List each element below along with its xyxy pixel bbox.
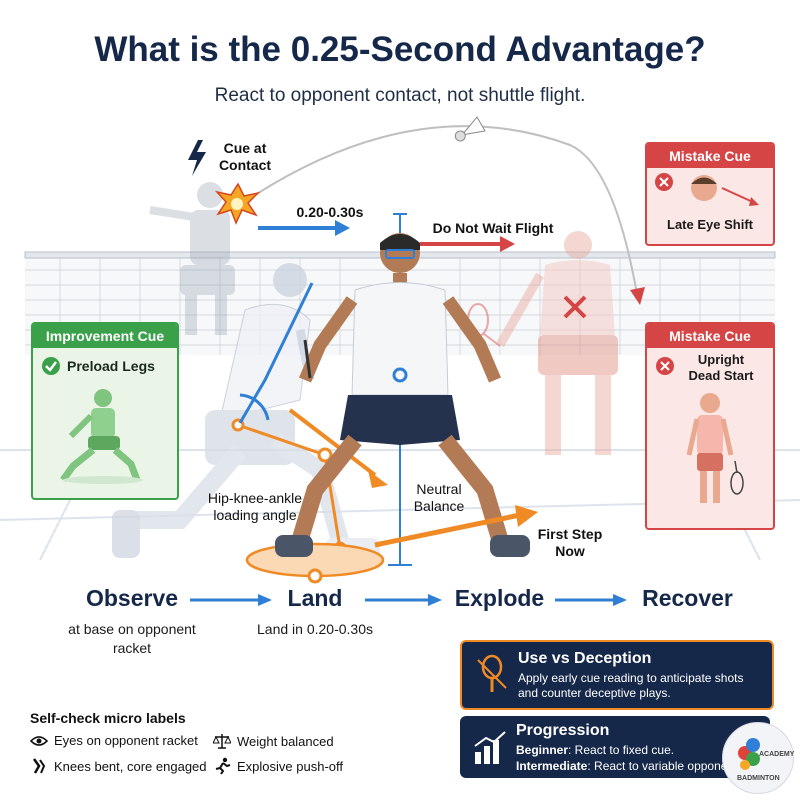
eye-cue-marker <box>385 249 415 259</box>
shuttle-flight-arc <box>254 125 639 301</box>
use-vs-deception-box: Use vs Deception Apply early cue reading… <box>460 640 774 710</box>
neutral-balance-label: Neutral Balance <box>413 481 465 514</box>
stage-land: Land <box>287 585 343 611</box>
use-vs-deception-text: Apply early cue reading to anticipate sh… <box>518 671 744 700</box>
preload-legs-figure <box>60 389 143 484</box>
do-not-wait-label: Do Not Wait Flight <box>432 220 554 236</box>
lightning-icon <box>188 140 206 176</box>
logo-text-bottom: BADMINTON <box>737 775 780 782</box>
mistake-card-label: Late Eye Shift <box>667 217 753 232</box>
progression-intermediate-text: : React to variable opponen <box>587 759 735 773</box>
cross-mark-icon <box>563 295 587 319</box>
page-subtitle: React to opponent contact, not shuttle f… <box>214 85 586 106</box>
ready-position-player <box>275 233 530 557</box>
check-circle-icon <box>42 357 60 375</box>
progression-beginner-text: : React to fixed cue. <box>568 743 675 757</box>
progression-box: Progression Beginner: React to fixed cue… <box>460 716 770 778</box>
error-x-icon <box>656 357 674 375</box>
academy-logo: ACADEMY BADMINTON <box>722 722 794 794</box>
runner-icon <box>215 757 231 775</box>
self-check-item: Weight balanced <box>213 733 334 749</box>
progression-beginner-label: Beginner <box>516 743 569 757</box>
stage-observe-sub: at base on opponent racket <box>68 621 196 656</box>
mistake-card-header: Mistake Cue <box>647 324 773 348</box>
cue-star-icon <box>214 182 261 225</box>
progression-title: Progression <box>516 722 610 739</box>
logo-emblem-icon <box>738 738 760 770</box>
upright-dead-start-figure <box>686 393 744 504</box>
self-check-item: Explosive push-off <box>213 757 343 775</box>
mistake-cue-card-late-eye: Mistake Cue Late Eye Shift <box>645 142 775 246</box>
late-eye-shift-figure <box>655 173 759 206</box>
page-title: What is the 0.25-Second Advantage? <box>94 30 706 69</box>
improvement-card-label: Preload Legs <box>67 358 155 374</box>
first-step-label: First Step Now <box>537 526 603 559</box>
stage-flow-arrows <box>190 594 627 606</box>
timing-label: 0.20-0.30s <box>296 204 364 220</box>
mistake-card-header: Mistake Cue <box>647 144 773 168</box>
shuttlecock-icon <box>454 116 486 142</box>
stage-explode: Explode <box>454 585 545 611</box>
racket-target-icon <box>477 654 507 692</box>
progression-intermediate-label: Intermediate <box>516 759 588 773</box>
self-check-title: Self-check micro labels <box>30 710 186 726</box>
do-not-wait-arrow <box>420 236 515 252</box>
hip-knee-ankle-label: Hip-knee-ankle loading angle <box>207 490 303 523</box>
self-check-label: Weight balanced <box>237 733 334 749</box>
opponent-player-faded <box>467 231 618 455</box>
eye-icon <box>30 735 48 746</box>
improvement-card-header: Improvement Cue <box>33 324 177 348</box>
improvement-cue-card: Improvement Cue Preload Legs <box>31 322 179 500</box>
stage-observe: Observe <box>85 585 179 611</box>
mistake-cue-card-upright: Mistake Cue Upright Dead Start <box>645 322 775 530</box>
use-vs-deception-title: Use vs Deception <box>518 650 652 667</box>
self-check-label: Eyes on opponent racket <box>54 733 198 748</box>
stage-recover: Recover <box>642 585 733 611</box>
self-check-label: Explosive push-off <box>237 758 343 774</box>
self-check-label: Knees bent, core engaged <box>54 758 207 774</box>
self-check-item: Eyes on opponent racket <box>30 733 198 748</box>
mistake-card-label: Upright Dead Start <box>688 352 754 383</box>
knee-icon <box>32 758 46 774</box>
self-check-item: Knees bent, core engaged <box>30 757 207 775</box>
first-step-arrow <box>374 505 538 548</box>
opponent-player-ghost <box>149 182 235 335</box>
logo-text-top: ACADEMY <box>759 751 795 758</box>
bar-chart-icon <box>474 731 506 764</box>
scale-icon <box>213 734 231 749</box>
cue-at-contact-label: Cue at Contact <box>218 140 272 173</box>
stage-land-sub: Land in 0.20-0.30s <box>257 621 373 637</box>
